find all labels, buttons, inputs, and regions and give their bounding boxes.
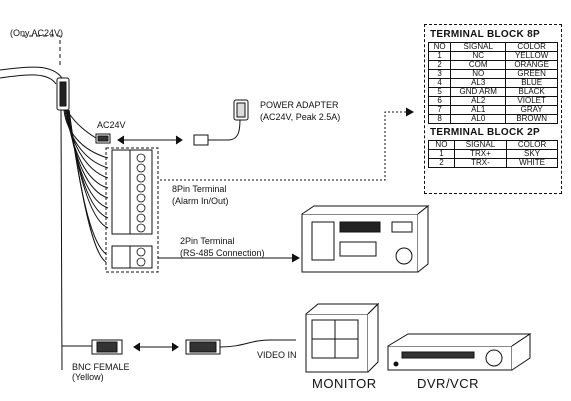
terminal-8pin-block [111,149,153,235]
dotted-leader [160,111,410,181]
block8-cell: 8 [427,114,452,124]
adapter-plug [193,134,209,146]
video-wire [60,109,63,371]
terminal-screws [136,153,146,267]
camera-cable [0,66,63,79]
dvr-vcr-label: DVR/VCR [417,376,480,391]
block8-cell: AL0 [450,114,507,124]
block8-title: TERMINAL BLOCK 8P [430,29,540,40]
terminal-2pin-block [111,245,153,269]
bnc-female-label: BNC FEMALE (Yellow) [72,362,130,382]
video-in-label: VIDEO IN [257,350,297,360]
ac24v-label: AC24V [97,120,126,130]
block2-cell: TRX- [453,158,508,168]
terminal-8pin-label: 8Pin Terminal (Alarm In/Out) [172,184,229,206]
block2-cell: WHITE [506,158,558,168]
block8-cell: BROWN [505,114,558,124]
power-adapter-label: POWER ADAPTER (AC24V, Peak 2.5A) [260,100,341,122]
monitor-label: MONITOR [312,376,377,391]
block2-title: TERMINAL BLOCK 2P [430,127,540,138]
dashed-ac-lead [22,35,61,66]
block2-cell: 2 [428,158,455,168]
terminal-2pin-label: 2Pin Terminal (RS-485 Connection) [180,236,265,258]
ac-only-note: (Ony AC24V) [10,28,64,38]
